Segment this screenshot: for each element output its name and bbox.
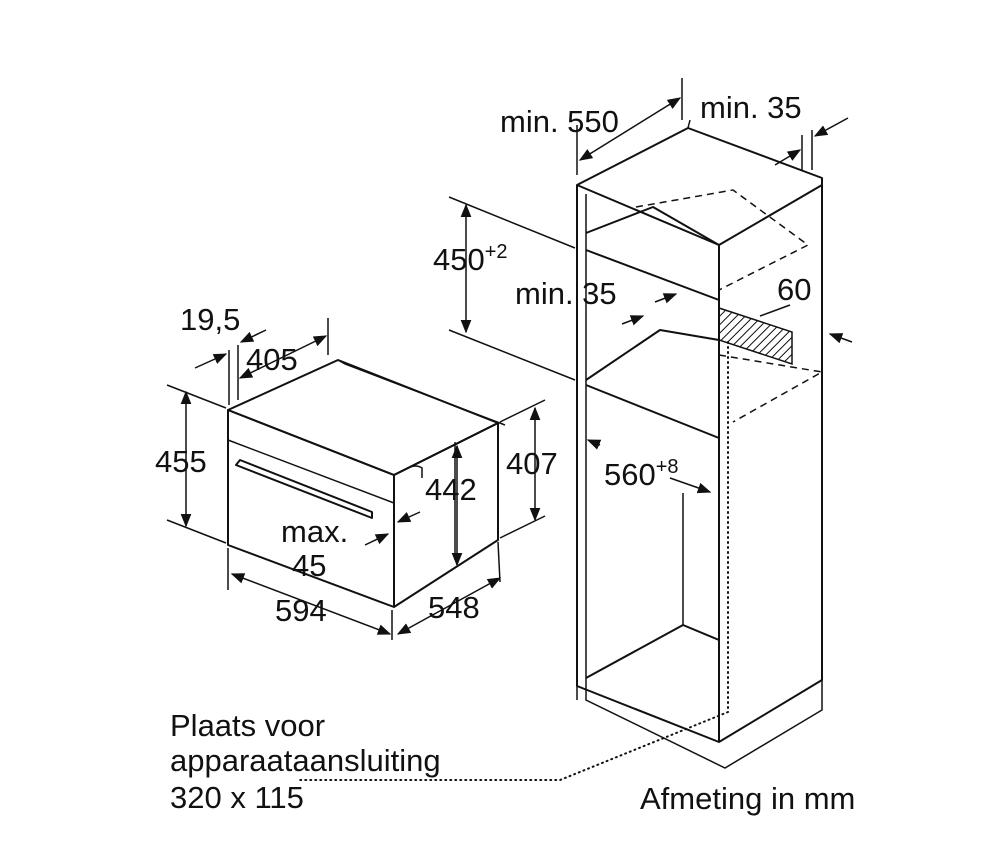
mid-shelf-front <box>585 384 720 439</box>
width-arrow-left <box>586 439 602 450</box>
cabinet-top-right-edge <box>718 184 823 246</box>
oven-height-ext-bottom <box>166 519 227 544</box>
label-body-height-inner: 442 <box>425 472 477 507</box>
height-ext-top <box>448 196 576 249</box>
oven-height-ext-top <box>166 384 227 409</box>
depth405-line <box>238 335 328 379</box>
vent-leader <box>759 304 791 317</box>
vent-arrow <box>828 333 853 344</box>
height407-ext-top <box>499 399 546 423</box>
height407-ext-bottom <box>499 515 546 539</box>
label-max-value: 45 <box>292 548 326 583</box>
vent-opening <box>718 306 793 366</box>
niche-width-tolerance: +8 <box>656 456 679 478</box>
depth548-ext <box>497 541 501 583</box>
cabinet-top-back <box>687 119 691 129</box>
label-max: max. <box>281 514 348 549</box>
label-total-depth: 548 <box>428 590 480 625</box>
side-arrow-1 <box>774 149 802 166</box>
width-arrow-right <box>669 477 712 494</box>
label-niche-height: 450+2 <box>433 241 508 277</box>
oven <box>227 359 506 608</box>
bottom-shelf <box>585 624 720 679</box>
label-total-width: 594 <box>275 593 327 628</box>
label-rear-gap: min. 35 <box>515 276 617 311</box>
oven-panel-line <box>227 439 395 504</box>
connection-note-line2: apparaataansluiting <box>170 743 441 778</box>
oven-side-recess <box>407 465 423 478</box>
oven-dimensions <box>166 318 546 640</box>
label-niche-width: 560+8 <box>604 456 679 492</box>
labels: min. 550 min. 35 450+2 min. 35 60 560+8 … <box>155 90 855 816</box>
dashed-mid-shelf <box>718 354 825 423</box>
label-niche-depth: min. 550 <box>500 104 619 139</box>
depth548-line <box>396 577 502 635</box>
label-total-height: 455 <box>155 444 207 479</box>
niche-height-value: 450 <box>433 242 485 277</box>
side-arrow-2 <box>813 117 849 137</box>
rear-arrow-2 <box>621 315 645 326</box>
label-body-height: 407 <box>506 446 558 481</box>
oven-handle <box>235 459 373 519</box>
plinth <box>585 680 823 769</box>
frame-arrow-1 <box>194 353 228 369</box>
frame-arrow-2 <box>239 329 267 343</box>
rear-arrow-1 <box>654 293 678 304</box>
cabinet <box>299 119 825 781</box>
niche-height-tolerance: +2 <box>485 241 508 263</box>
max45-arrow-1 <box>396 511 421 523</box>
max45-arrow-2 <box>364 533 390 546</box>
cabinet-dimensions <box>448 78 853 494</box>
oven-top-back-rim <box>337 359 506 426</box>
label-front-frame: 19,5 <box>180 302 240 337</box>
label-front-depth: 405 <box>246 342 298 377</box>
upper-shelf <box>585 206 720 246</box>
niche-width-value: 560 <box>604 457 656 492</box>
width594-line <box>230 573 392 635</box>
upper-shelf-edge <box>585 249 720 305</box>
height-ext-bottom <box>448 329 576 381</box>
oven-side <box>393 422 499 608</box>
label-side-gap: min. 35 <box>700 90 802 125</box>
cabinet-top-front-edge <box>576 184 720 246</box>
connection-note-line3: 320 x 115 <box>170 780 304 815</box>
connection-dotted-leader <box>299 711 729 781</box>
connection-note-line1: Plaats voor <box>170 708 325 743</box>
label-vent-size: 60 <box>777 272 811 307</box>
depth-dimension-line <box>578 97 682 161</box>
unit-note: Afmeting in mm <box>640 781 855 816</box>
dashed-top-shelf <box>635 189 810 291</box>
mid-shelf-back <box>585 329 720 381</box>
cabinet-outline <box>576 127 823 743</box>
